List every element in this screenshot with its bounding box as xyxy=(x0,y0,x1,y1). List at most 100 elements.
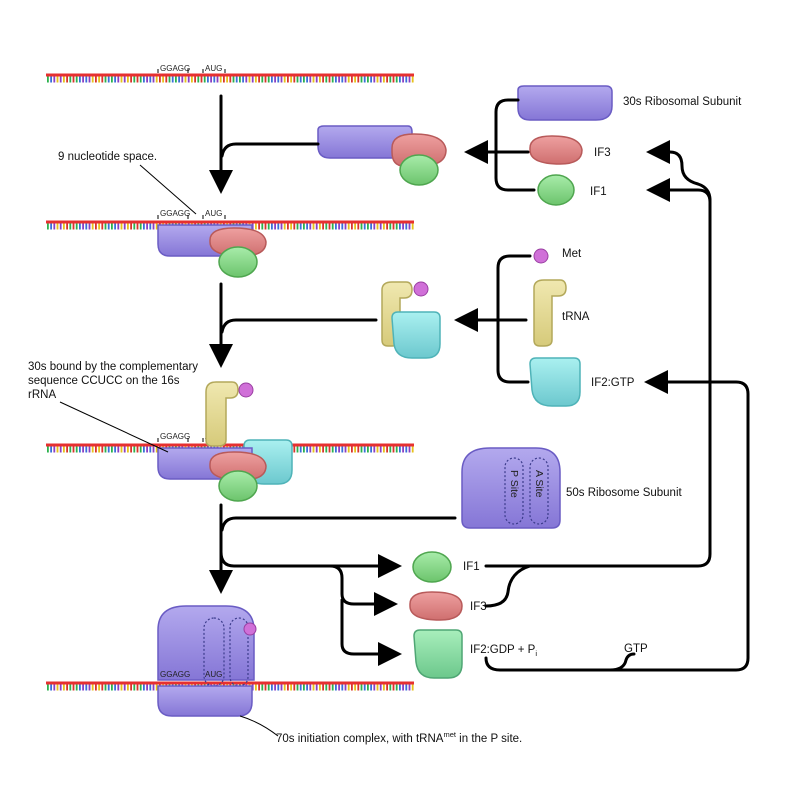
mrna-base xyxy=(47,76,49,83)
mrna-base xyxy=(117,446,120,453)
mrna-base xyxy=(411,446,414,453)
mrna-base xyxy=(85,684,88,691)
mrna-base xyxy=(363,223,366,230)
mrna-base xyxy=(255,684,257,691)
mrna-base xyxy=(229,76,232,83)
mrna-base xyxy=(386,446,388,453)
mrna-base xyxy=(408,446,411,453)
mrna-base xyxy=(143,223,145,230)
mrna-base xyxy=(306,223,308,230)
mrna-base xyxy=(63,684,65,691)
mrna-base xyxy=(133,684,136,691)
mrna-base xyxy=(123,684,126,691)
mrna-base xyxy=(213,76,216,83)
mrna-base xyxy=(69,223,72,230)
mrna-base xyxy=(328,446,331,453)
mrna-base xyxy=(293,446,296,453)
component-trna: tRNA xyxy=(533,279,590,347)
mrna-base xyxy=(111,446,113,453)
mrna-base xyxy=(261,223,264,230)
mrna-base xyxy=(155,223,158,230)
mrna-base xyxy=(271,76,273,83)
label-if2-gtp: IF2:GTP xyxy=(591,377,635,389)
mrna-base xyxy=(75,76,78,83)
label-50s-subunit: 50s Ribosome Subunit xyxy=(566,487,683,499)
sequence-label-aug: AUG xyxy=(205,209,222,218)
mrna-base xyxy=(255,76,257,83)
mrna-base xyxy=(216,76,219,83)
mrna-base xyxy=(267,76,270,83)
mrna-base xyxy=(120,76,123,83)
mrna-base xyxy=(107,684,110,691)
mrna-base xyxy=(258,223,260,230)
mrna-base xyxy=(299,684,302,691)
mrna-base xyxy=(290,223,292,230)
mrna-base xyxy=(303,684,305,691)
mrna-base xyxy=(402,446,404,453)
if1-shape xyxy=(218,470,258,502)
mrna-base xyxy=(411,76,414,83)
label-if1-released: IF1 xyxy=(463,561,480,573)
mrna-base xyxy=(79,684,81,691)
mrna-base xyxy=(360,223,363,230)
mrna-base xyxy=(235,76,238,83)
mrna-base xyxy=(59,684,62,691)
met-shape xyxy=(243,622,257,636)
mrna-base xyxy=(386,684,388,691)
mrna-base xyxy=(309,684,312,691)
component-50s-subunit: P Site A Site 50s Ribosome Subunit xyxy=(461,447,683,529)
mrna-base xyxy=(306,684,308,691)
mrna-base xyxy=(370,684,372,691)
mrna-base xyxy=(133,76,136,83)
mrna-base xyxy=(312,446,315,453)
mrna-base xyxy=(72,223,75,230)
mrna-base xyxy=(373,684,376,691)
mrna-base xyxy=(357,223,360,230)
mrna-base xyxy=(155,684,158,691)
mrna-base xyxy=(367,223,369,230)
mrna-base xyxy=(399,76,401,83)
mrna-base xyxy=(207,76,209,83)
met-shape xyxy=(413,281,429,297)
mrna-base xyxy=(389,223,392,230)
label-met: Met xyxy=(562,248,582,260)
mrna-base xyxy=(325,76,328,83)
mrna-base xyxy=(248,76,251,83)
mrna-base xyxy=(264,76,267,83)
mrna-base xyxy=(120,684,123,691)
mrna-base xyxy=(322,446,324,453)
mrna-base xyxy=(82,684,84,691)
mrna-base xyxy=(322,684,324,691)
mrna-base xyxy=(88,223,91,230)
complex-30s-if3-if1 xyxy=(317,125,447,186)
mrna-base xyxy=(242,76,244,83)
mrna-base xyxy=(139,684,142,691)
met-shape xyxy=(238,382,254,398)
mrna-base xyxy=(203,76,206,83)
sequence-label-ggagg: GGAGG xyxy=(160,432,190,441)
mrna-base xyxy=(95,684,97,691)
mrna-base xyxy=(360,684,363,691)
mrna-base xyxy=(197,76,200,83)
label-bound-line2: sequence CCUCC on the 16s xyxy=(28,375,180,387)
30s-subunit-shape xyxy=(157,685,253,717)
mrna-base xyxy=(175,76,177,83)
mrna-base xyxy=(395,76,398,83)
mrna-base xyxy=(351,684,353,691)
mrna-base xyxy=(53,446,56,453)
mrna-base xyxy=(149,76,152,83)
mrna-base xyxy=(136,76,139,83)
annotation-30s-bound: 30s bound by the complementary sequence … xyxy=(28,361,198,453)
sequence-label-aug: AUG xyxy=(205,670,222,679)
mrna-base xyxy=(392,684,395,691)
mrna-base xyxy=(315,446,318,453)
mrna-base xyxy=(354,446,356,453)
mrna-base xyxy=(328,223,331,230)
mrna-base xyxy=(347,446,350,453)
mrna-base xyxy=(405,684,408,691)
mrna-base xyxy=(258,76,260,83)
mrna-base xyxy=(347,76,350,83)
mrna-base xyxy=(338,446,340,453)
mrna-base xyxy=(335,446,337,453)
mrna-base xyxy=(267,684,270,691)
